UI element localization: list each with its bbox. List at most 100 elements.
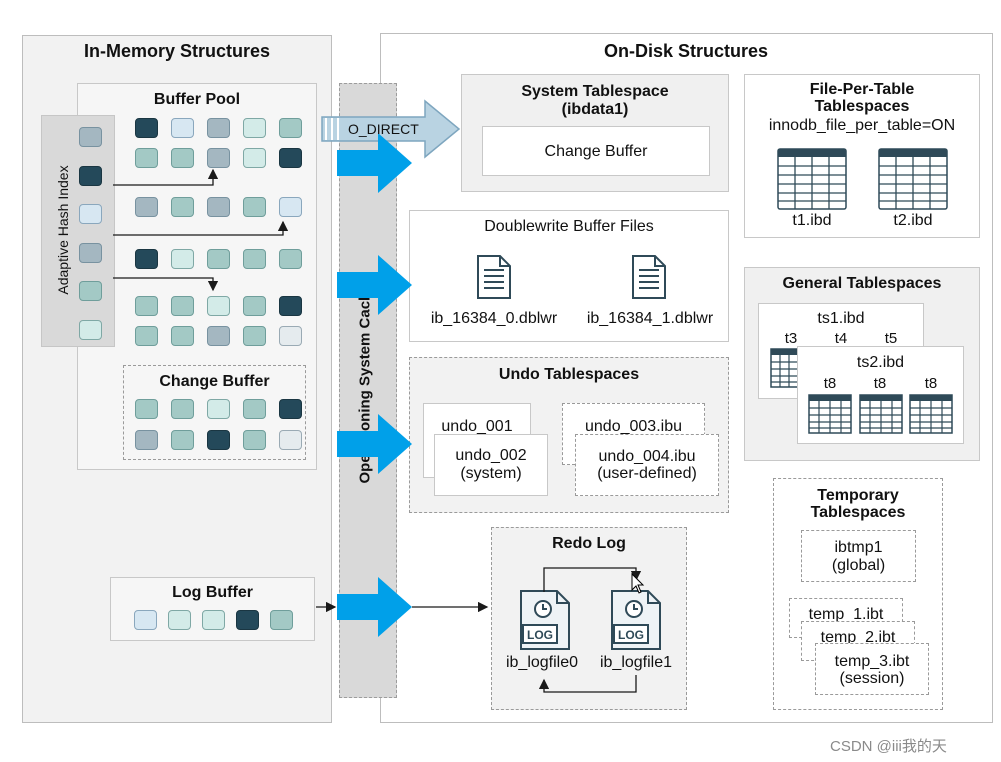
general-tablespaces-title: General Tablespaces: [782, 275, 942, 292]
ibtmp1-label: ibtmp1: [834, 539, 883, 556]
ibtmp1-sub: (global): [831, 557, 886, 574]
temporary-title-1: Temporary: [817, 487, 899, 504]
memory-page-cell: [135, 249, 158, 269]
log-buffer-title: Log Buffer: [172, 584, 253, 601]
memory-page-cell: [243, 399, 266, 419]
memory-page-cell: [243, 249, 266, 269]
memory-page-cell: [171, 399, 194, 419]
memory-page-cell: [279, 118, 302, 138]
memory-page-cell: [243, 197, 266, 217]
adaptive-hash-index: [41, 115, 115, 347]
memory-page-cell: [207, 399, 230, 419]
database-table-icon: [777, 148, 847, 215]
memory-page-cell: [207, 118, 230, 138]
buffer-pool-title: Buffer Pool: [153, 91, 241, 108]
memory-page-cell: [171, 430, 194, 450]
document-icon: [476, 254, 512, 305]
temp-1-label: temp_1.ibt: [808, 606, 884, 623]
memory-page-cell: [243, 430, 266, 450]
temp-3-sub: (session): [839, 670, 905, 687]
log-file-icon: LOG: [519, 589, 571, 656]
memory-page-cell: [135, 118, 158, 138]
memory-page-cell: [171, 197, 194, 217]
memory-page-cell: [168, 610, 191, 630]
undo-002: [434, 434, 548, 496]
database-table-icon: [859, 394, 903, 439]
memory-page-cell: [243, 296, 266, 316]
system-tablespace-subtitle: (ibdata1): [561, 101, 629, 118]
adaptive-hash-index-label: Adaptive Hash Index: [55, 165, 71, 295]
undo-title: Undo Tablespaces: [498, 366, 640, 383]
memory-page-cell: [171, 148, 194, 168]
ts1-table-label: t4: [834, 330, 848, 347]
redo-log-file-label: ib_logfile1: [599, 654, 673, 671]
memory-page-cell: [236, 610, 259, 630]
system-tablespace-title: System Tablespace: [521, 83, 669, 100]
file-per-table-title-2: Tablespaces: [814, 98, 910, 115]
document-icon: [631, 254, 667, 305]
memory-page-cell: [135, 399, 158, 419]
memory-page-cell: [171, 118, 194, 138]
undo-002-sub: (system): [460, 465, 522, 482]
memory-page-cell: [207, 430, 230, 450]
memory-page-cell: [279, 430, 302, 450]
doublewrite-buffer-files: [409, 210, 729, 342]
ts2-table-label: t8: [924, 375, 938, 392]
ibtmp1: [801, 530, 916, 582]
memory-page-cell: [270, 610, 293, 630]
on-disk-title: On-Disk Structures: [603, 41, 769, 61]
memory-page-cell: [243, 118, 266, 138]
memory-page-cell: [243, 326, 266, 346]
table-file-label: t1.ibd: [792, 212, 832, 229]
ts1-label: ts1.ibd: [817, 310, 865, 327]
watermark: CSDN @iii我的天: [830, 738, 947, 755]
undo-003-label: undo_003.ibu: [585, 418, 682, 435]
database-table-icon: [909, 394, 953, 439]
memory-page-cell: [279, 148, 302, 168]
log-file-icon: LOG: [610, 589, 662, 656]
memory-page-cell: [135, 148, 158, 168]
memory-page-cell: [135, 430, 158, 450]
o-direct-label: O_DIRECT: [348, 121, 419, 137]
system-change-buffer: [482, 126, 710, 176]
log-icon-text: LOG: [527, 628, 553, 642]
memory-page-cell: [207, 249, 230, 269]
temp-3-label: temp_3.ibt: [834, 653, 910, 670]
undo-004-label: undo_004.ibu: [598, 448, 696, 465]
memory-page-cell: [135, 326, 158, 346]
undo-004-sub: (user-defined): [597, 465, 697, 482]
memory-page-cell: [134, 610, 157, 630]
memory-page-cell: [279, 249, 302, 269]
memory-page-cell: [207, 197, 230, 217]
file-per-table-title-1: File-Per-Table: [809, 81, 915, 98]
undo-004: [575, 434, 719, 496]
memory-page-cell: [207, 148, 230, 168]
memory-page-cell: [207, 326, 230, 346]
in-memory-title: In-Memory Structures: [83, 41, 271, 61]
database-table-icon: [878, 148, 948, 215]
ts1-table-label: t5: [884, 330, 898, 347]
file-per-table-setting: innodb_file_per_table=ON: [768, 117, 956, 134]
ts2-table-label: t8: [873, 375, 887, 392]
memory-page-cell: [279, 399, 302, 419]
system-change-buffer-label: Change Buffer: [544, 143, 648, 160]
doublewrite-file-label: ib_16384_0.dblwr: [430, 310, 558, 327]
memory-page-cell: [79, 204, 102, 224]
redo-log-title: Redo Log: [552, 535, 626, 552]
memory-page-cell: [279, 326, 302, 346]
memory-page-cell: [202, 610, 225, 630]
memory-page-cell: [135, 197, 158, 217]
os-cache-label: Operationing System Cache: [356, 283, 374, 484]
log-buffer: [110, 577, 315, 641]
table-file-label: t2.ibd: [893, 212, 933, 229]
memory-page-cell: [79, 165, 102, 186]
undo-002-label: undo_002: [455, 447, 527, 464]
temp-2-label: temp_2.ibt: [820, 629, 896, 646]
ts1-table-label: t3: [784, 330, 798, 347]
memory-page-cell: [171, 249, 194, 269]
ts2-table-label: t8: [823, 375, 837, 392]
memory-page-cell: [279, 197, 302, 217]
memory-page-cell: [171, 326, 194, 346]
memory-page-cell: [279, 296, 302, 316]
undo-001-label: undo_001: [441, 418, 513, 435]
